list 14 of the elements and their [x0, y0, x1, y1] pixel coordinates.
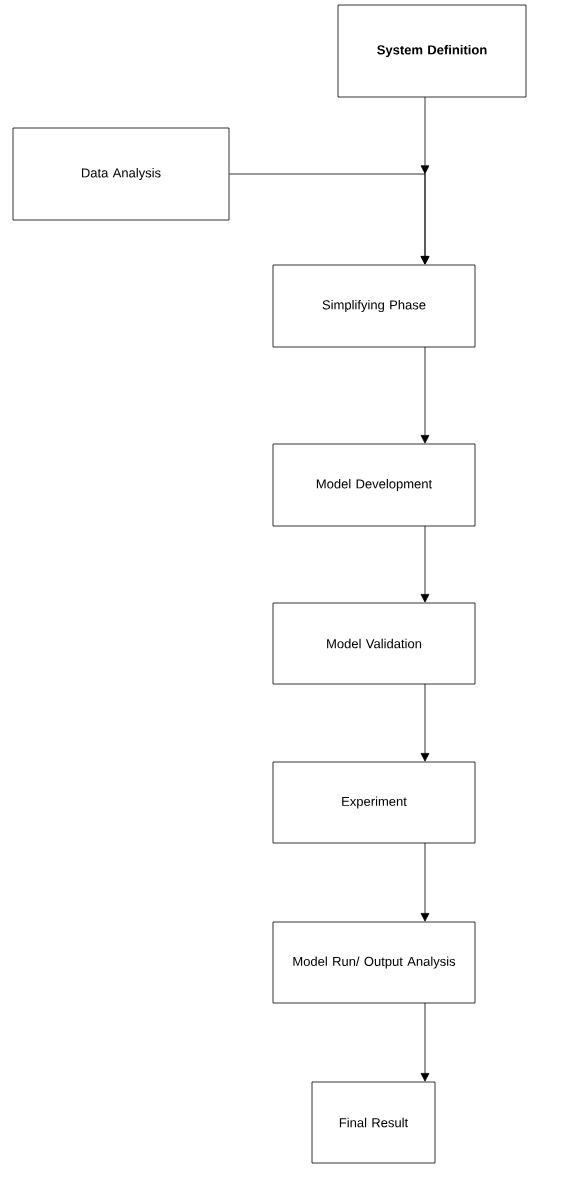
arrow	[229, 165, 430, 265]
arrow	[420, 525, 430, 603]
process-box: Model Run/ Output Analysis	[272, 921, 476, 1004]
process-box: Final Result	[311, 1081, 436, 1164]
process-box: Model Validation	[272, 602, 476, 685]
arrow	[420, 1002, 430, 1082]
process-box: Data Analysis	[12, 127, 230, 221]
process-box: Experiment	[272, 761, 476, 844]
arrow	[420, 346, 430, 444]
process-box: Model Development	[272, 443, 476, 527]
arrow	[420, 842, 430, 922]
process-box: Simplifying Phase	[272, 264, 476, 348]
arrow	[420, 683, 430, 762]
process-box: System Definition	[337, 4, 527, 98]
